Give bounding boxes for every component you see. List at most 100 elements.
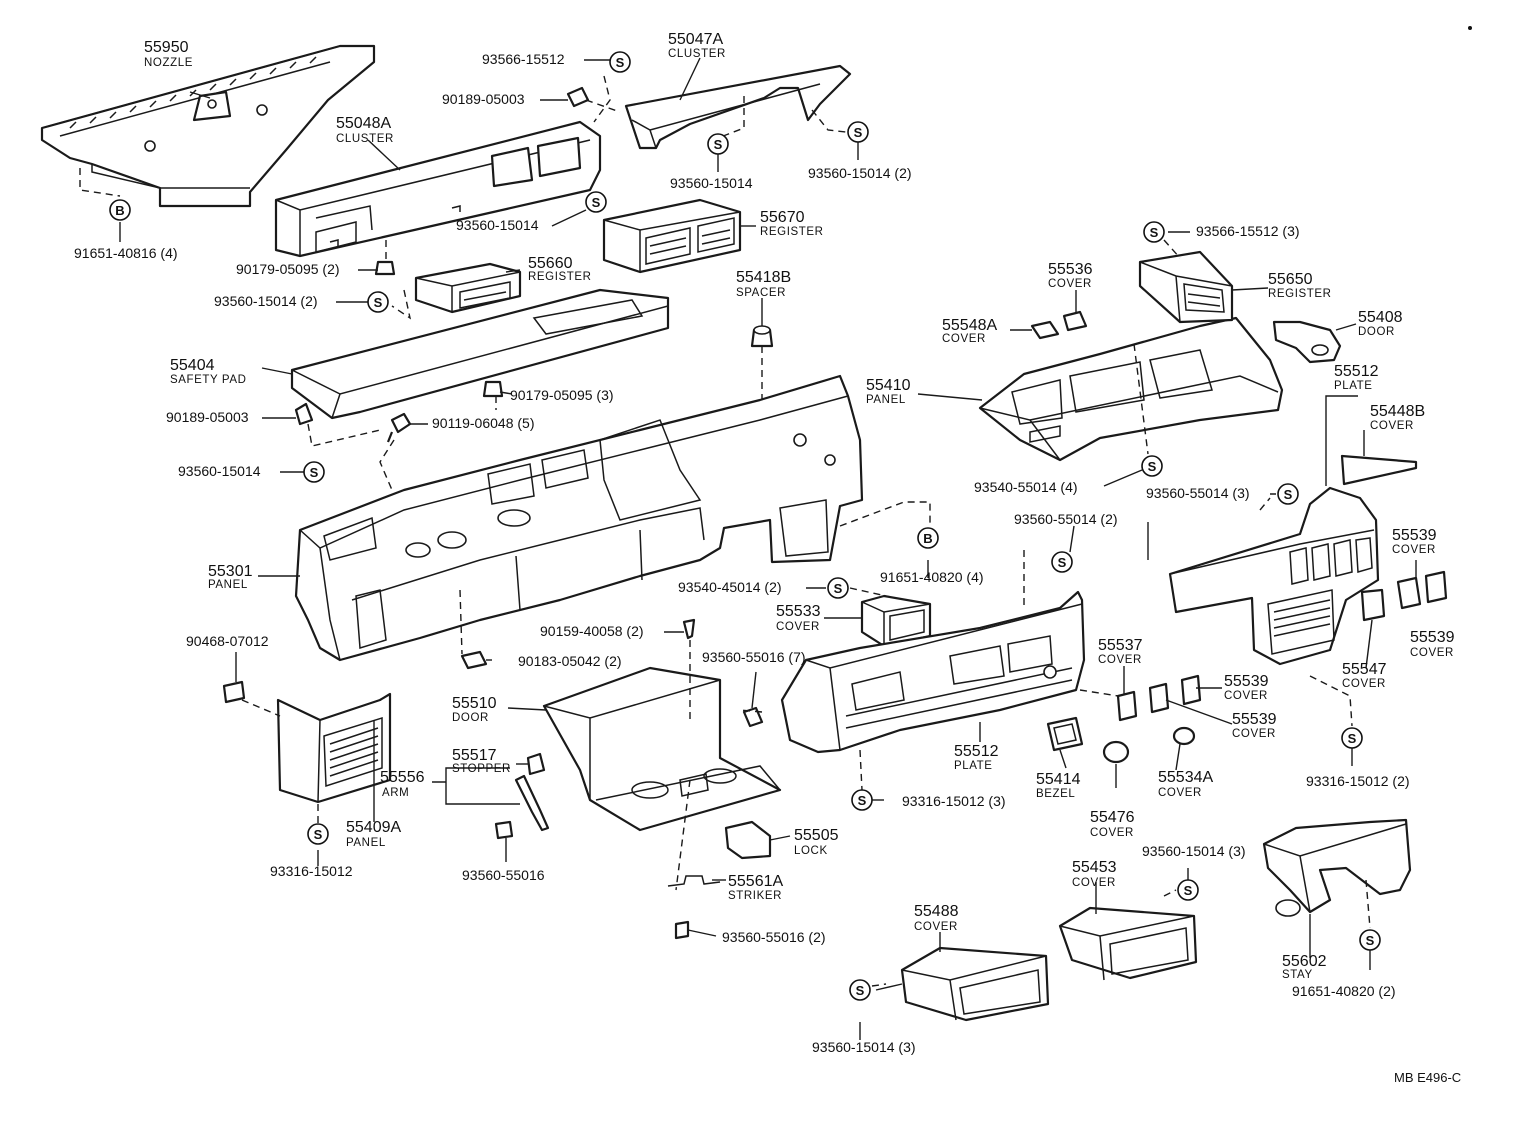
label-register-3: REGISTER — [1268, 288, 1332, 300]
label-cover-55537: COVER — [1098, 654, 1142, 666]
label-striker: STRIKER — [728, 890, 782, 902]
fastener-label-22: 93560-55016 (7) — [702, 649, 806, 665]
fastener-label-19: 90468-07012 — [186, 633, 269, 649]
part-55448B-cover — [1340, 454, 1418, 486]
leader-lines — [119, 57, 1417, 1040]
label-55650: 55650 — [1268, 271, 1313, 288]
label-plate-1: PLATE — [1334, 380, 1373, 392]
label-55660: 55660 — [528, 255, 573, 272]
label-stay: STAY — [1282, 969, 1313, 981]
symbol-s-06: S — [1143, 221, 1165, 243]
label-55448B: 55448B — [1370, 403, 1425, 420]
label-55414: 55414 — [1036, 771, 1081, 788]
label-safety-pad: SAFETY PAD — [170, 374, 247, 386]
symbol-b-02: B — [917, 527, 939, 549]
fastener-label-30: 93560-15014 (3) — [812, 1039, 916, 1055]
label-cover-55548A: COVER — [942, 333, 986, 345]
part-55602-stay — [1262, 818, 1412, 917]
label-panel-3: PANEL — [346, 837, 386, 849]
part-55517-55556-arm — [514, 774, 550, 832]
fastener-label-23: 93316-15012 (2) — [1306, 773, 1410, 789]
fastener-label-04: 93560-15014 (2) — [808, 165, 912, 181]
label-panel-1: PANEL — [866, 394, 906, 406]
svg-text:S: S — [1184, 883, 1193, 898]
symbol-s-02: S — [707, 133, 729, 155]
part-55670-register — [602, 198, 742, 274]
fastener-label-16: 93560-55014 (2) — [1014, 511, 1118, 527]
part-55505-lock — [724, 820, 772, 860]
symbol-s-08: S — [1141, 455, 1163, 477]
fastener-label-18: 93540-45014 (2) — [678, 579, 782, 595]
label-55410: 55410 — [866, 377, 911, 394]
label-55547: 55547 — [1342, 661, 1387, 678]
symbol-s-07: S — [303, 461, 325, 483]
svg-text:S: S — [314, 827, 323, 842]
part-55410-panel — [978, 316, 1284, 462]
fastener-label-06: 93560-15014 — [456, 217, 539, 233]
label-55539-b: 55539 — [1410, 629, 1455, 646]
label-cover-55539-b: COVER — [1410, 647, 1454, 659]
label-55409A: 55409A — [346, 819, 401, 836]
label-cluster-1: CLUSTER — [668, 48, 726, 60]
label-55418B: 55418B — [736, 269, 791, 286]
label-55534A: 55534A — [1158, 769, 1213, 786]
part-55418B-spacer — [750, 325, 774, 348]
fastener-label-10: 90179-05095 (3) — [510, 387, 614, 403]
fastener-label-03: 93560-15014 — [670, 175, 753, 191]
part-55561A-striker — [667, 875, 721, 887]
label-cover-55448B: COVER — [1370, 420, 1414, 432]
part-55536-55548A-covers — [1030, 310, 1088, 340]
svg-text:B: B — [115, 203, 124, 218]
label-panel-2: PANEL — [208, 579, 248, 591]
fastener-label-01: 93566-15512 — [482, 51, 565, 67]
label-55476: 55476 — [1090, 809, 1135, 826]
label-bezel: BEZEL — [1036, 788, 1075, 800]
label-55404: 55404 — [170, 357, 215, 374]
label-55539-a: 55539 — [1392, 527, 1437, 544]
symbol-s-17: S — [849, 979, 871, 1001]
symbol-s-01: S — [609, 51, 631, 73]
fastener-label-15: 93560-55014 (3) — [1146, 485, 1250, 501]
part-55301-panel — [294, 374, 864, 662]
symbol-s-12: S — [1341, 727, 1363, 749]
part-55510-door — [542, 666, 782, 832]
label-register-1: REGISTER — [760, 226, 824, 238]
label-cover-55547: COVER — [1342, 678, 1386, 690]
part-55512-plate-right — [1168, 486, 1380, 666]
part-55048A-cluster — [274, 120, 602, 258]
label-cover-55453: COVER — [1072, 877, 1116, 889]
fastener-label-09: 93566-15512 (3) — [1196, 223, 1300, 239]
label-55537: 55537 — [1098, 637, 1143, 654]
symbol-s-10: S — [1051, 551, 1073, 573]
svg-text:S: S — [1348, 731, 1357, 746]
corner-dot — [1468, 26, 1472, 30]
fastener-label-11: 90189-05003 — [166, 409, 249, 425]
symbol-b-01: B — [109, 199, 131, 221]
svg-text:S: S — [858, 793, 867, 808]
dashed-alignment-lines — [79, 75, 1371, 987]
svg-text:S: S — [1284, 487, 1293, 502]
label-55512-b: 55512 — [954, 743, 999, 760]
label-55561A: 55561A — [728, 873, 783, 890]
svg-text:B: B — [923, 531, 932, 546]
svg-text:S: S — [714, 137, 723, 152]
label-55539-d: 55539 — [1232, 711, 1277, 728]
symbol-s-05: S — [367, 291, 389, 313]
fastener-label-24: 93316-15012 (3) — [902, 793, 1006, 809]
label-cover-55533: COVER — [776, 621, 820, 633]
part-55047A-cluster — [624, 64, 852, 150]
label-55950: 55950 — [144, 39, 189, 56]
fastener-label-29: 91651-40820 (2) — [1292, 983, 1396, 999]
label-lock: LOCK — [794, 845, 828, 857]
part-labels: 55950 NOZZLE 55047A CLUSTER 55048A CLUST… — [144, 31, 1455, 981]
label-plate-2: PLATE — [954, 760, 993, 772]
part-55414-bezel — [1046, 716, 1084, 752]
fastener-label-12: 90119-06048 (5) — [432, 415, 534, 431]
part-55650-register — [1138, 250, 1234, 324]
symbol-s-09: S — [1277, 483, 1299, 505]
label-cover-55539-a: COVER — [1392, 544, 1436, 556]
part-55408-door — [1272, 320, 1342, 364]
fastener-label-02: 90189-05003 — [442, 91, 525, 107]
label-cluster-2: CLUSTER — [336, 133, 394, 145]
fastener-labels: 93566-15512 90189-05003 93560-15014 9356… — [74, 51, 1410, 1055]
